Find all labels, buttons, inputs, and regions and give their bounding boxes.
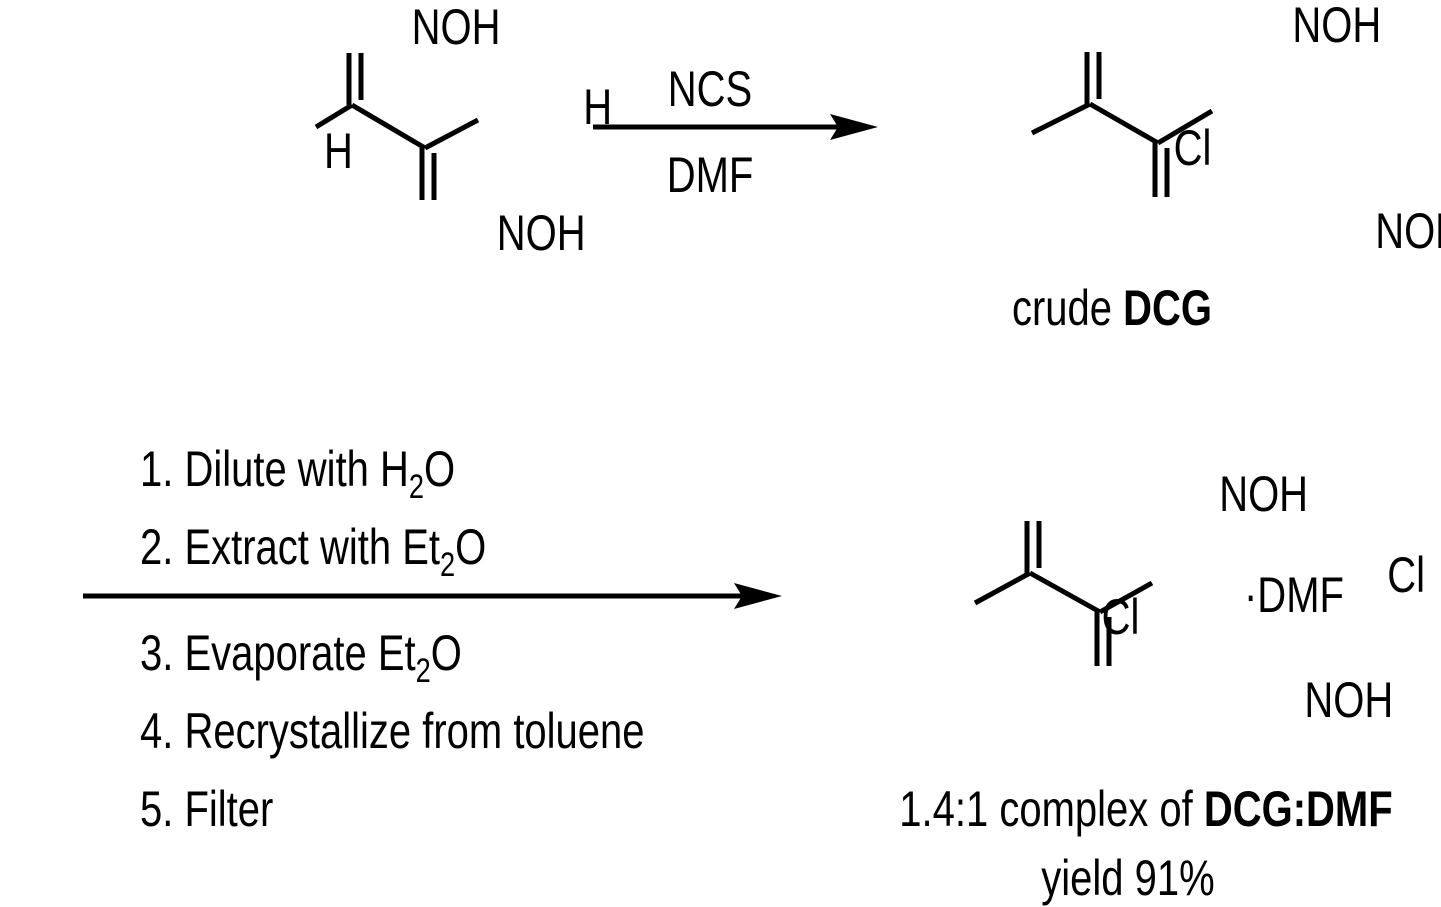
bond-c-cl	[1156, 108, 1214, 146]
product-caption: crude DCG	[1012, 280, 1212, 336]
reagent-above-arrow: NCS	[668, 61, 752, 117]
atom-label-h-left: H	[324, 123, 353, 179]
bond-cl-c	[1030, 101, 1092, 136]
condition-text: 2. Extract with Et	[140, 519, 440, 575]
condition-step-5: 5. Filter	[140, 781, 273, 837]
reactant-glyoxime: NOH NOH H H	[314, 0, 612, 261]
subscript: 2	[416, 651, 431, 690]
bond-c-c	[350, 102, 427, 151]
condition-text: 3. Evaporate Et	[140, 625, 416, 681]
condition-step-1: 1. Dilute with H2O	[140, 441, 455, 506]
bond-h-c	[314, 102, 354, 130]
condition-tail: O	[424, 441, 455, 497]
bond-c-h	[423, 117, 480, 151]
subscript: 2	[409, 467, 424, 506]
caption-prefix: 1.4:1 complex of	[899, 781, 1204, 837]
atom-label-noh-bottom: NOH	[1375, 203, 1441, 259]
caption-prefix: crude	[1012, 280, 1123, 336]
atom-label-cl-left: Cl	[1102, 589, 1140, 645]
bond-c-c	[1028, 570, 1102, 615]
condition-tail: O	[455, 519, 486, 575]
condition-text: 1. Dilute with H	[140, 441, 409, 497]
arrow-head	[734, 583, 782, 609]
condition-tail: O	[431, 625, 462, 681]
reaction-arrow-1: NCS DMF	[593, 61, 878, 203]
arrow-head	[830, 114, 878, 140]
subscript: 2	[440, 545, 455, 584]
atom-label-noh-top: NOH	[1219, 466, 1308, 522]
atom-label-cl-left: Cl	[1174, 120, 1212, 176]
atom-label-noh-top: NOH	[1292, 0, 1381, 53]
condition-step-2: 2. Extract with Et2O	[140, 519, 486, 584]
solvate-label: ·DMF	[1244, 567, 1344, 623]
complex-caption: 1.4:1 complex of DCG:DMF	[899, 781, 1392, 837]
reaction-arrow-2: 1. Dilute with H2O 2. Extract with Et2O …	[83, 441, 782, 837]
product-crude-dcg: NOH NOH Cl Cl crude DCG	[1012, 0, 1441, 336]
bond-c-c	[1088, 101, 1160, 146]
caption-bold: DCG:DMF	[1204, 781, 1393, 837]
bond-c-cl	[1098, 580, 1154, 615]
condition-step-4: 4. Recrystallize from toluene	[140, 703, 645, 759]
condition-step-3: 3. Evaporate Et2O	[140, 625, 462, 690]
caption-bold: DCG	[1123, 280, 1212, 336]
atom-label-cl-right: Cl	[1387, 547, 1425, 603]
atom-label-noh-bottom: NOH	[497, 205, 586, 261]
reagent-below-arrow: DMF	[667, 147, 754, 203]
atom-label-noh-bottom: NOH	[1304, 672, 1393, 728]
product-dcg-dmf-complex: NOH NOH Cl Cl ·DMF 1.4:1 complex of DCG:…	[899, 466, 1425, 906]
bond-cl-c	[973, 570, 1032, 606]
yield-label: yield 91%	[1041, 850, 1214, 906]
atom-label-noh-top: NOH	[412, 0, 501, 55]
